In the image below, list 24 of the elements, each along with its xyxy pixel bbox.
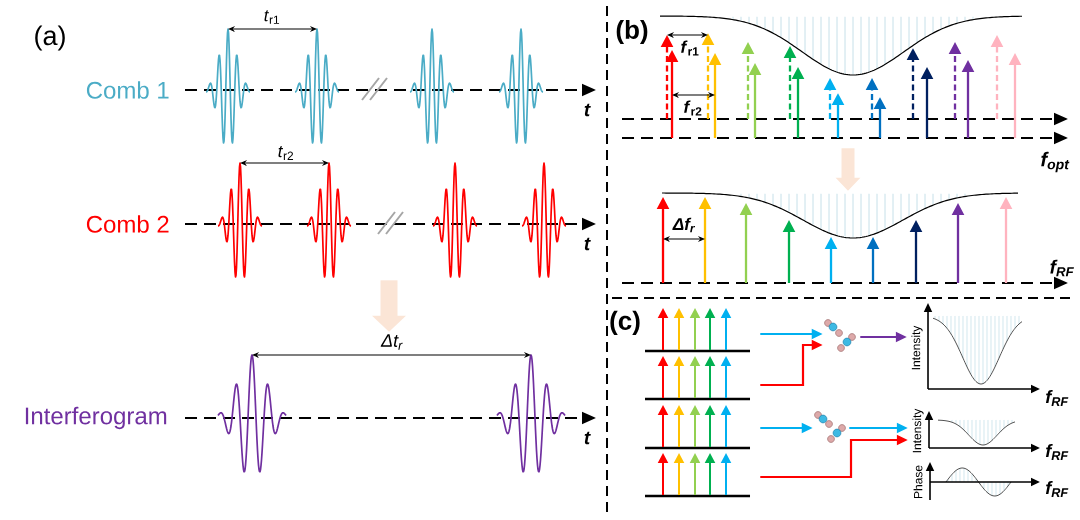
dimension-label: t$_{r2}$ (278, 146, 294, 160)
panel-label: (b) (616, 19, 648, 45)
axis-label: f$_{RF}$ (1045, 481, 1069, 497)
molecule-icon (824, 319, 856, 352)
panel-label: (c) (610, 310, 640, 336)
axis-label: f$_{RF}$ (1050, 259, 1074, 277)
axis-label: t (584, 237, 591, 251)
row-label: Comb 2 (86, 215, 169, 233)
axis-label: f$_{RF}$ (1045, 390, 1069, 406)
dimension-label: Δt$_{r}$ (380, 334, 403, 350)
row-label: Interferogram (25, 406, 167, 430)
row-label: Comb 1 (86, 81, 169, 99)
axis-label: t (584, 431, 591, 445)
molecule-icon (814, 411, 846, 443)
axis-title: Intensity (912, 408, 924, 453)
dimension-label: t$_{r1}$ (264, 10, 280, 24)
dimension-label: Δf$_{r}$ (672, 217, 696, 233)
axis-label: t (584, 103, 591, 117)
axis-label: f$_{opt}$ (1041, 151, 1070, 173)
axis-title: Phase (913, 465, 923, 498)
axis-label: f$_{RF}$ (1045, 444, 1069, 460)
axis-title: Intensity (911, 325, 923, 370)
dimension-label: f$_{r1}$ (681, 40, 699, 56)
dimension-label: f$_{r2}$ (684, 100, 702, 116)
